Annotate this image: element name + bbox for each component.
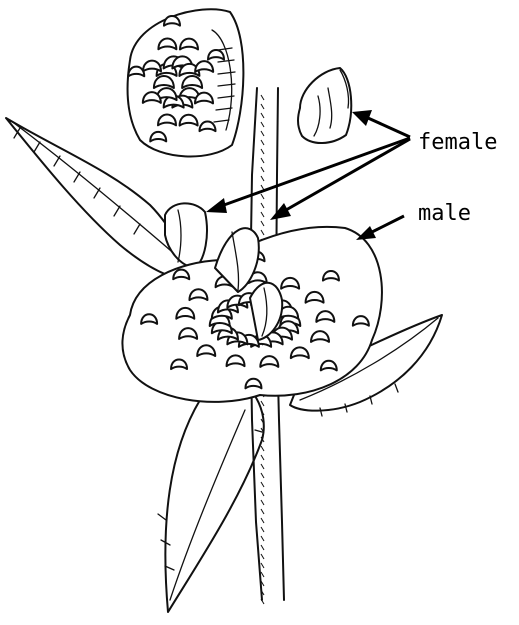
female-arrow-1 [368, 118, 410, 137]
stem-hatch-line [261, 446, 264, 451]
female-arrowhead-3 [270, 203, 291, 220]
stem-hatch-line [261, 230, 264, 235]
stem-hatch-line [261, 158, 264, 163]
stem-hatch-line [261, 527, 264, 532]
stem-hatch-line [261, 401, 264, 406]
stem-hatch-line [261, 572, 264, 577]
male-label: male [418, 203, 471, 225]
stem-hatch-line [261, 203, 264, 208]
stem-hatch-line [261, 140, 264, 145]
stem-hatch-line [261, 518, 264, 523]
stem-hatch-line [261, 167, 264, 172]
female-arrowhead-2 [206, 198, 227, 213]
stem-hatch-line [261, 545, 264, 550]
stem-hatch-line [261, 212, 264, 217]
stem-hatch-line [261, 491, 264, 496]
male-arrowhead [356, 226, 376, 240]
stem-hatch-line [261, 482, 264, 487]
stem-hatch-line [261, 131, 264, 136]
stem-hatch-line [261, 464, 264, 469]
stem-hatch-line [261, 536, 264, 541]
stem-hatch-line [261, 563, 264, 568]
stem-hatch-line [261, 176, 264, 181]
stem-hatch-line [261, 221, 264, 226]
stem-hatch-line [261, 473, 264, 478]
stem-hatch-line [261, 95, 264, 100]
stem-hatch-line [261, 113, 264, 118]
male-arrow [372, 216, 404, 232]
lower-leaf [158, 378, 264, 612]
stem-hatch-line [261, 455, 264, 460]
stem-hatch-line [261, 509, 264, 514]
stem-hatch-line [261, 554, 264, 559]
female-label: female [418, 132, 497, 154]
upper-male-cluster [127, 9, 243, 156]
stem-hatch-line [261, 104, 264, 109]
female-arrowhead-1 [352, 110, 372, 126]
stem-hatch-line [261, 194, 264, 199]
stem-hatch-line [261, 149, 264, 154]
upper-female-flower [298, 68, 351, 143]
stem-hatch-line [261, 122, 264, 127]
stem-hatch-line [261, 500, 264, 505]
